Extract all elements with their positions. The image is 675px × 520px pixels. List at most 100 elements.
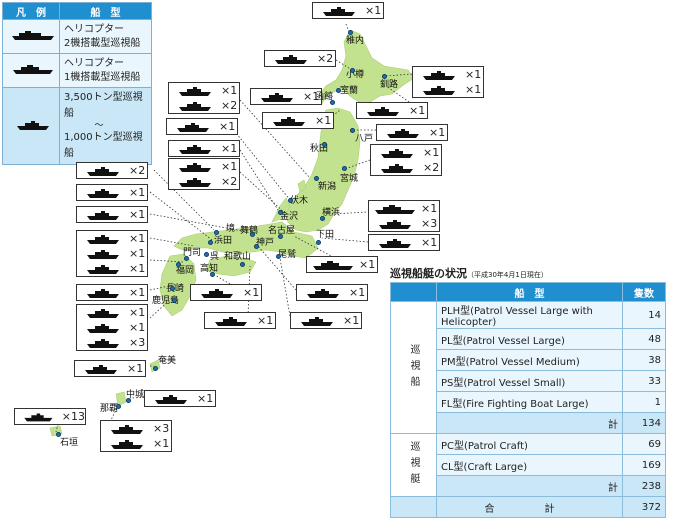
city-naha: 那覇	[100, 404, 119, 414]
honshu-west-shape	[173, 221, 319, 259]
small-ship-icon	[87, 338, 119, 348]
ship-row: ×1	[169, 141, 239, 156]
ship-count: ×3	[153, 422, 170, 435]
ship-row: ×1	[101, 436, 171, 451]
ship-box-otaru: ×2	[264, 50, 336, 67]
ship-count: ×1	[127, 362, 144, 375]
fleet-type-label: PC型(Patrol Craft)	[436, 433, 623, 455]
small-ship-icon	[87, 288, 119, 298]
ship-box-hakodate: ×1	[250, 88, 322, 105]
ship-row: ×1	[77, 246, 147, 261]
port-dot	[350, 128, 355, 133]
ship-row: ×1	[307, 257, 377, 272]
ship-count: ×1	[221, 142, 238, 155]
small-ship-icon	[215, 316, 247, 326]
fleet-type-count: 14	[622, 301, 666, 329]
small-ship-icon	[323, 6, 355, 16]
port-dot	[208, 240, 213, 245]
fleet-total-blank	[390, 496, 437, 518]
ship-count: ×1	[421, 236, 438, 249]
ship-count: ×3	[129, 336, 146, 349]
small-ship-icon	[87, 210, 119, 220]
ship-row: ×1	[145, 391, 215, 406]
small-ship-icon	[261, 92, 293, 102]
city-shimoda: 下田	[316, 230, 335, 240]
fleet-header-type: 船 型	[436, 282, 623, 302]
city-kushiro: 釧路	[380, 80, 399, 90]
ship-count: ×1	[409, 104, 426, 117]
ship-row: ×2	[265, 51, 335, 66]
legend-table: 凡 例 船 型 ヘリコプター 2機搭載型巡視船 ヘリコプター 1機搭載型巡視船 …	[2, 2, 152, 165]
ship-row: ×1	[413, 67, 483, 82]
ship-count: ×1	[365, 4, 382, 17]
ship-box-wakkanai: ×1	[312, 2, 384, 19]
ship-box-kobe: ×1	[296, 284, 368, 301]
fleet-row: FL型(Fire Fighting Boat Large)1	[391, 391, 666, 413]
port-dot	[170, 286, 175, 291]
ship-count: ×1	[129, 306, 146, 319]
city-hachinohe: 八戸	[355, 134, 374, 144]
city-mojiko: 門司	[183, 248, 202, 258]
fleet-row: PM型(Patrol Vessel Medium)38	[391, 349, 666, 371]
port-dot	[250, 232, 255, 237]
small-ship-icon	[87, 249, 119, 259]
ship-box-miyagi: ×1×2	[370, 144, 442, 176]
port-dot	[322, 142, 327, 147]
small-ship-icon	[87, 308, 119, 318]
port-dot	[153, 366, 158, 371]
small-ship-icon	[155, 394, 187, 404]
city-amami: 奄美	[158, 356, 177, 366]
ship-row: ×3	[101, 421, 171, 436]
fleet-total-label: 合 計	[436, 496, 623, 518]
legend-heli2-ship	[2, 19, 60, 54]
small-ship-icon	[301, 316, 333, 326]
fleet-type-count: 33	[622, 370, 666, 392]
ship-count: ×1	[465, 83, 482, 96]
ship-row: ×1	[357, 103, 427, 118]
fleet-subtotal-label: 計	[436, 412, 623, 434]
ship-count: ×1	[129, 262, 146, 275]
small-ship-icon	[177, 122, 209, 132]
small-ship-icon	[367, 106, 399, 116]
ship-box-nakagusuku: ×1	[144, 390, 216, 407]
ship-box-fushiki_b: ×1×2	[168, 158, 240, 190]
city-kobe: 神戸	[256, 238, 275, 248]
ship-count: ×2	[221, 175, 238, 188]
fleet-type-label: PLH型(Patrol Vessel Large with Helicopter…	[436, 301, 623, 329]
fleet-subtotal-value: 134	[622, 412, 666, 434]
city-wakkanai: 稚内	[346, 36, 365, 46]
city-maizuru: 舞鶴	[240, 226, 259, 236]
city-ishigaki: 石垣	[60, 438, 79, 448]
legend-header-right: 船 型	[59, 2, 152, 20]
heli2-ship-icon	[12, 31, 54, 40]
small-ship-icon	[307, 288, 339, 298]
legend-heli1-ship	[2, 53, 60, 88]
ship-box-niigata_b: ×1	[166, 118, 238, 135]
fleet-header-count: 隻数	[622, 282, 666, 302]
small-ship-icon	[179, 144, 211, 154]
port-dot	[116, 404, 121, 409]
ship-box-sakai: ×2	[76, 162, 148, 179]
ship-count: ×1	[315, 114, 332, 127]
ship-box-muroran: ×1	[262, 112, 334, 129]
city-miyagi: 宮城	[340, 174, 359, 184]
small-ship-icon	[87, 323, 119, 333]
ship-row: ×1	[291, 313, 361, 328]
ship-row: ×2	[77, 163, 147, 178]
fleet-row: PL型(Patrol Vessel Large)48	[391, 328, 666, 350]
fleet-type-count: 38	[622, 349, 666, 371]
small-ship-icon	[87, 188, 119, 198]
fleet-row: PS型(Patrol Vessel Small)33	[391, 370, 666, 392]
legend-small-top: 3,500トン型巡視船	[64, 92, 143, 119]
fleet-type-label: PL型(Patrol Vessel Large)	[436, 328, 623, 350]
ship-row: ×1	[191, 285, 261, 300]
ship-row: ×1	[313, 3, 383, 18]
ship-box-nagasaki: ×1×1×3	[76, 304, 148, 351]
fleet-category-vessel: 巡視船	[390, 301, 437, 434]
city-nagoya: 名古屋	[268, 226, 296, 236]
ship-count: ×3	[421, 217, 438, 230]
